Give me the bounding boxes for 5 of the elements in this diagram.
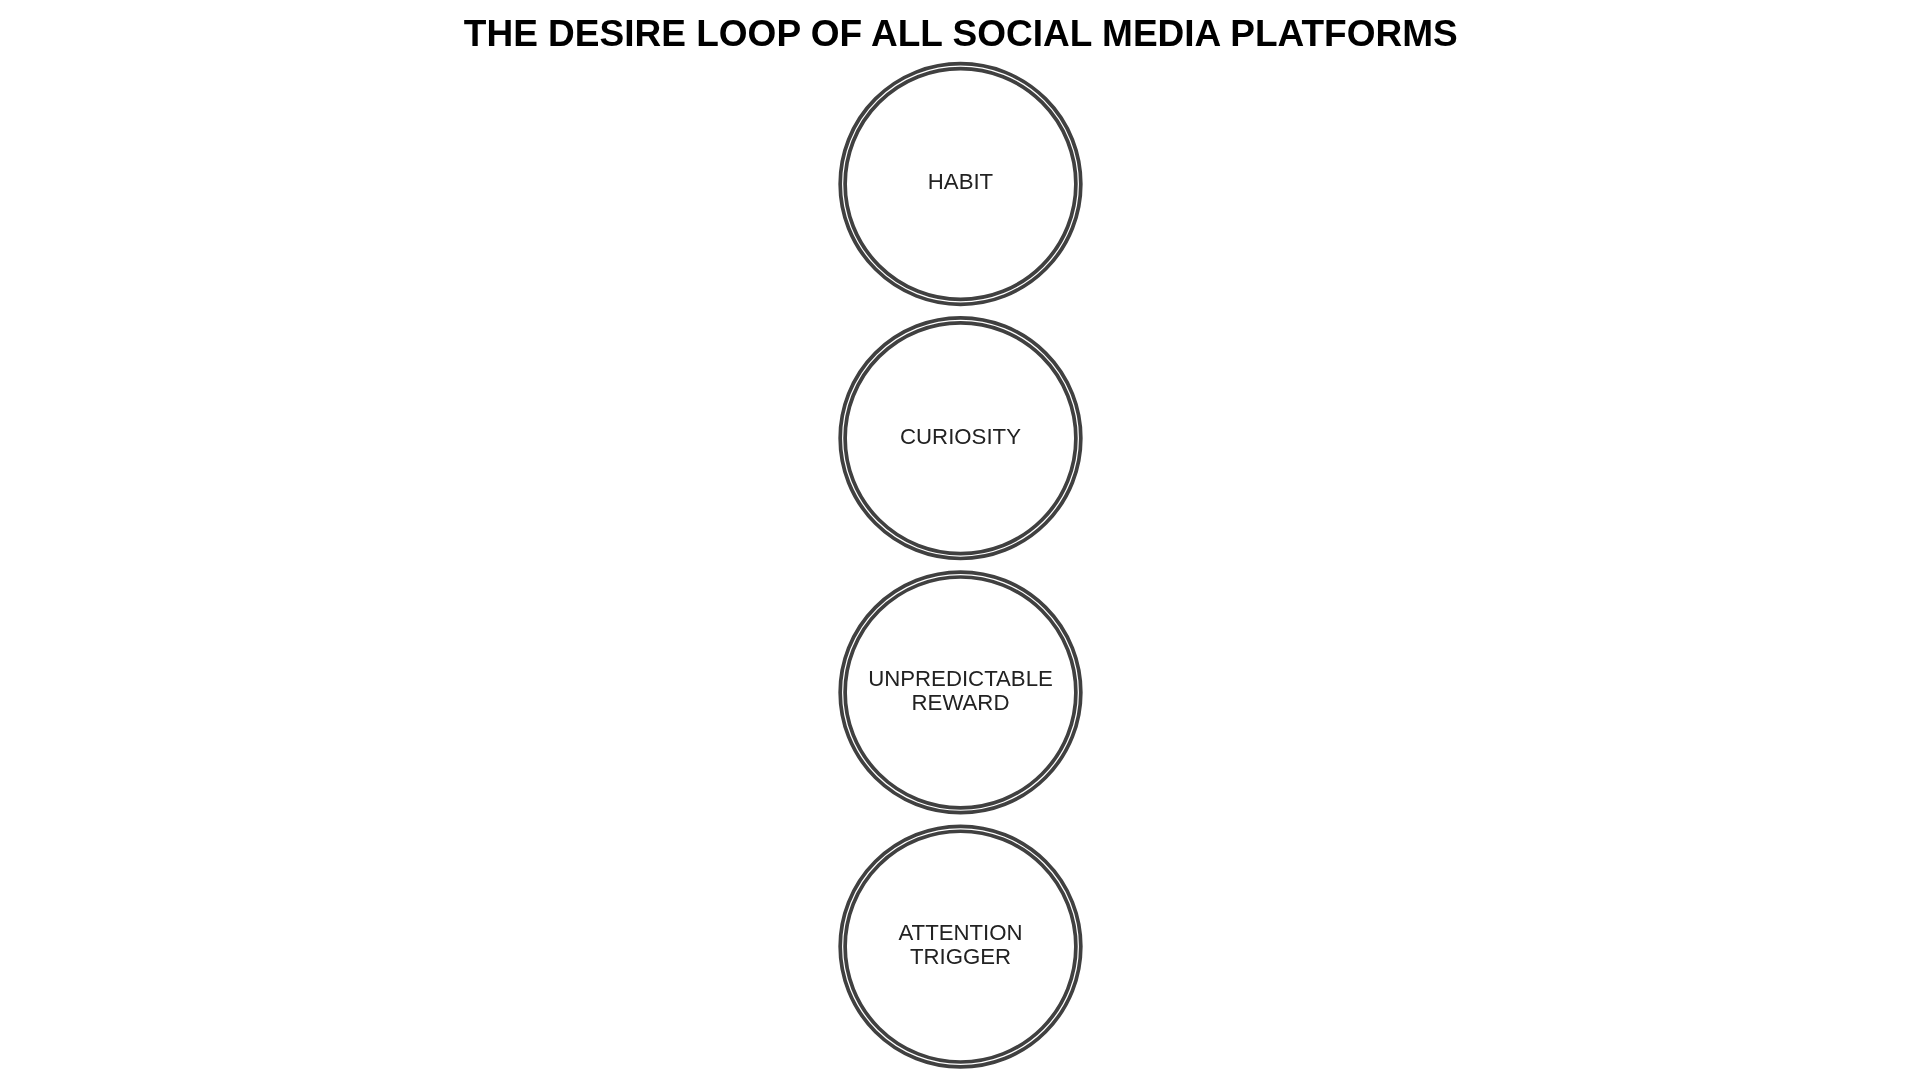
- diagram-title: THE DESIRE LOOP OF ALL SOCIAL MEDIA PLATFORMS: [463, 12, 1458, 55]
- node-circle: HABIT: [837, 61, 1083, 307]
- node-circle: CURIOSITY: [837, 316, 1083, 561]
- node-circle: UNPREDICTABLE REWARD: [837, 570, 1083, 815]
- node-circle: ATTENTION TRIGGER: [837, 824, 1083, 1069]
